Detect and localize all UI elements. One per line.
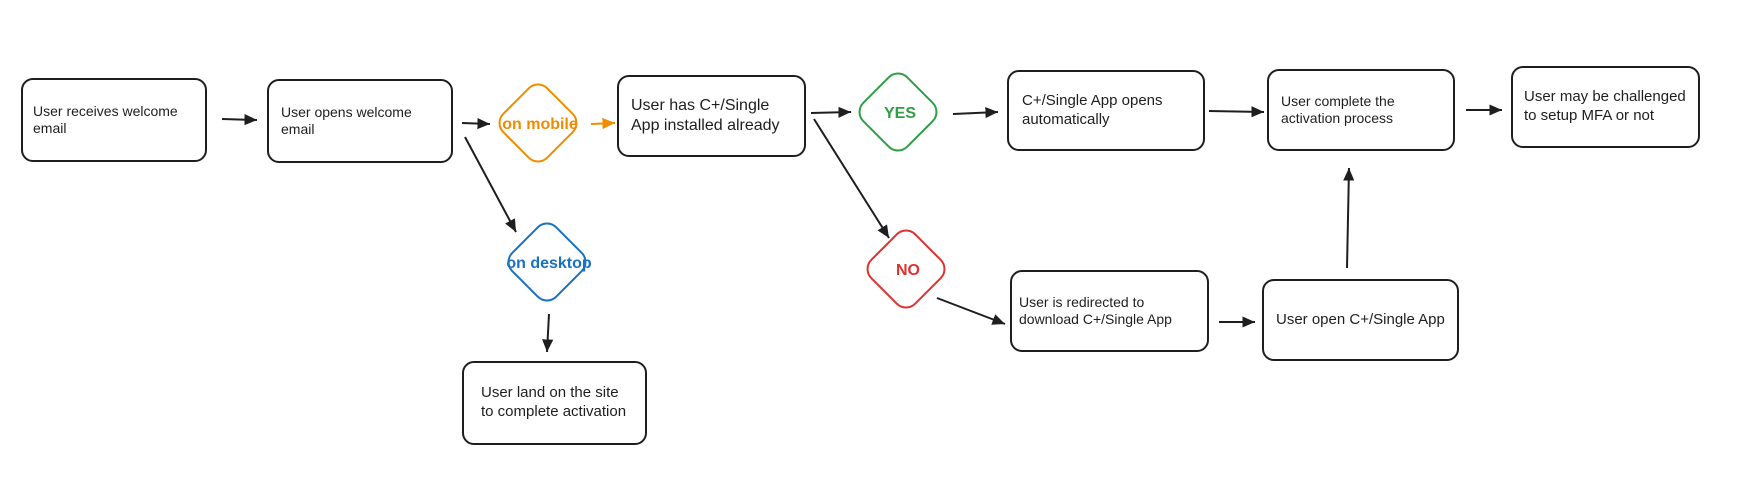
arrow-opens-to-desktop [464, 136, 517, 233]
no-label: NO [896, 262, 920, 279]
no-decision: NO [860, 223, 956, 319]
arrow-mobile-to-hasapp [590, 117, 616, 130]
arrow-opens-to-mobile [461, 117, 491, 130]
opens-email-text: User opens welcome email [281, 103, 412, 138]
complete-activation-text: User complete the activation process [1281, 92, 1395, 127]
yes-label: YES [883, 105, 916, 122]
has-app-box: User has C+/Single App installed already [617, 75, 806, 157]
arrow-appopens-to-complete [1208, 106, 1265, 118]
arrow-yes-to-appopens [952, 106, 999, 119]
yes-decision: YES [852, 66, 948, 162]
redirected-text: User is redirected to download C+/Single… [1019, 293, 1172, 328]
open-app-text: User open C+/Single App [1276, 310, 1445, 328]
mfa-box: User may be challenged to setup MFA or n… [1511, 66, 1700, 148]
arrow-openapp-to-complete [1343, 167, 1355, 269]
app-opens-text: C+/Single App opens automatically [1022, 91, 1163, 128]
arrow-receives-to-opens [221, 114, 258, 126]
land-site-text: User land on the site to complete activa… [481, 384, 627, 420]
on-mobile-decision: on mobile [492, 77, 588, 173]
mfa-text: User may be challenged to setup MFA or n… [1524, 88, 1686, 124]
arrow-no-to-redirected [936, 297, 1006, 325]
arrow-desktop-to-site [542, 313, 554, 353]
on-desktop-decision: on desktop [501, 216, 597, 312]
on-desktop-label: on desktop [506, 255, 592, 272]
arrow-hasapp-to-no [813, 118, 890, 239]
land-site-box: User land on the site to complete activa… [462, 361, 647, 445]
open-app-box: User open C+/Single App [1262, 279, 1459, 361]
receives-email-text: User receives welcome email [33, 102, 178, 137]
opens-email-box: User opens welcome email [267, 79, 453, 163]
receives-email-box: User receives welcome email [21, 78, 207, 162]
arrow-hasapp-to-yes [810, 106, 852, 118]
complete-activation-box: User complete the activation process [1267, 69, 1455, 151]
app-opens-box: C+/Single App opens automatically [1007, 70, 1205, 151]
on-mobile-label: on mobile [502, 116, 578, 133]
redirected-box: User is redirected to download C+/Single… [1010, 270, 1209, 352]
has-app-text: User has C+/Single App installed already [631, 97, 780, 134]
